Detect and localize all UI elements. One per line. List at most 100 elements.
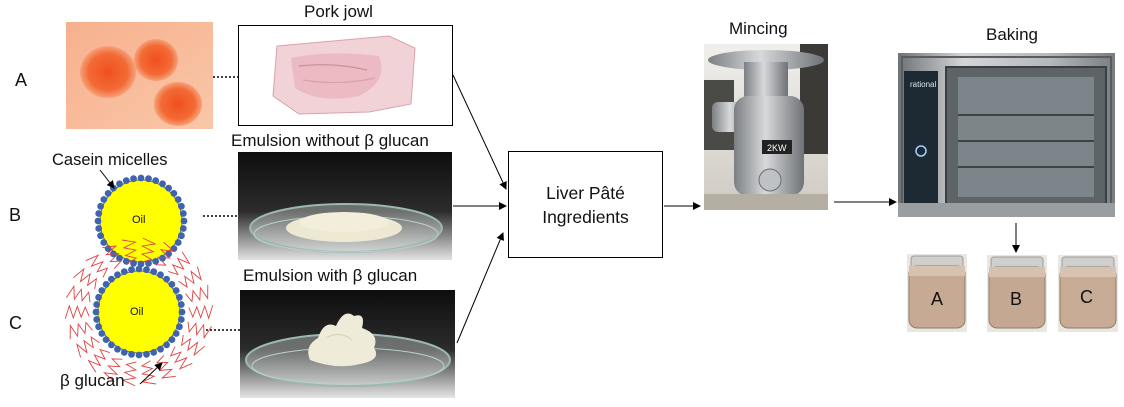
mincer-badge: 2KW xyxy=(767,143,787,153)
casein-micelle-dot xyxy=(180,217,188,225)
beta-glucan-strand xyxy=(85,254,109,278)
casein-micelle-dot xyxy=(176,323,183,331)
casein-micelle-dot xyxy=(150,268,158,275)
casein-micelle-dot xyxy=(150,349,158,356)
casein-micelle-dot xyxy=(102,281,110,288)
beta-glucan-strand xyxy=(169,346,193,370)
beta-glucan-strand xyxy=(121,239,138,264)
casein-micelle-dot xyxy=(95,323,102,331)
casein-micelle-dot xyxy=(130,259,137,267)
jar-c xyxy=(1058,255,1118,332)
casein-micelle-dot xyxy=(97,202,104,210)
casein-micelle-dot xyxy=(145,259,152,267)
casein-micelle-dot xyxy=(159,180,166,188)
casein-micelle-dot xyxy=(93,316,101,323)
casein-micelle-dot xyxy=(170,190,178,197)
casein-micelle-dot xyxy=(168,281,176,288)
casein-micelle-dot xyxy=(128,266,135,274)
beta-glucan-strand xyxy=(155,241,176,266)
beta-glucan-strand xyxy=(87,348,110,373)
emulsion-without-photo xyxy=(238,152,452,260)
emulsion-with-label: Emulsion with β glucan xyxy=(243,266,418,285)
casein-micelle-dot xyxy=(120,268,128,275)
liver-pate-ingredients-box: Liver Pâté Ingredients xyxy=(508,151,663,258)
oven-photo: rational xyxy=(898,53,1115,217)
beta-glucan-strand xyxy=(168,251,191,276)
casein-micelle-dot xyxy=(178,202,185,210)
casein-micelle-dot xyxy=(122,177,130,185)
casein-micelle-dot xyxy=(172,287,180,294)
emulsion-with-photo xyxy=(240,290,455,398)
casein-micelle-dot xyxy=(122,258,130,265)
jar-label-b: B xyxy=(1010,289,1023,309)
casein-micelle-dot xyxy=(143,266,150,274)
row-label-c: C xyxy=(9,313,22,333)
casein-micelle-dot xyxy=(178,232,185,240)
row-label-a: A xyxy=(15,70,28,90)
oil-label-b: Oil xyxy=(132,214,146,226)
beta-glucan-strand xyxy=(185,284,209,303)
beta-glucan-strand xyxy=(140,237,157,263)
casein-micelle-dot xyxy=(172,330,180,337)
casein-micelle-dot xyxy=(108,275,115,283)
casein-micelle-dot xyxy=(102,336,110,343)
casein-micelle-dot xyxy=(177,301,185,308)
oil-label-c: Oil xyxy=(130,306,144,318)
casein-micelle-dot xyxy=(159,254,166,262)
casein-micelle-dot xyxy=(143,350,150,358)
casein-micelle-dot xyxy=(135,265,143,273)
beta-glucan-strand xyxy=(178,266,202,288)
casein-micelle-dot xyxy=(174,239,182,246)
casein-micelle-dot xyxy=(100,196,108,203)
liver-pate-ingredients-label: Liver Pâté Ingredients xyxy=(542,182,629,227)
casein-micelle-dot xyxy=(168,336,176,343)
casein-micelle-dot xyxy=(165,184,173,192)
pork-jowl-photo xyxy=(238,25,453,126)
casein-micelle-dot xyxy=(178,308,186,316)
casein-micelle-dot xyxy=(95,225,103,232)
casein-micelle-dot xyxy=(116,180,123,188)
pork-jowl-label: Pork jowl xyxy=(304,2,373,21)
casein-micelle-dot xyxy=(137,260,145,268)
casein-micelle-dot xyxy=(170,245,178,253)
casein-micelle-dot xyxy=(108,341,115,349)
beta-glucan-strand xyxy=(155,355,176,379)
casein-micelle-dot xyxy=(157,271,164,279)
casein-micelle-dot xyxy=(98,287,106,294)
casein-micelle-dot xyxy=(98,330,106,337)
casein-micelle-dot xyxy=(114,345,121,353)
beta-glucan-strand xyxy=(64,304,90,320)
casein-micelle-dot xyxy=(93,301,101,308)
beta-glucan-strand xyxy=(180,335,205,357)
beta-glucan-strand xyxy=(121,361,138,387)
beta-glucan-strand xyxy=(73,267,98,289)
casein-micelle-dot xyxy=(163,341,171,349)
casein-micelle-dot xyxy=(177,316,185,323)
casein-micelle-dot xyxy=(100,239,108,246)
beta-glucan-strand xyxy=(69,321,93,340)
casein-micelle-dot xyxy=(94,217,102,225)
beta-glucan-strand xyxy=(140,360,157,385)
casein-micelle-dot xyxy=(97,232,104,240)
mincing-label: Mincing xyxy=(729,19,788,38)
casein-micelle-dot xyxy=(179,210,187,217)
casein-micelle-dot xyxy=(176,293,183,301)
baking-label: Baking xyxy=(986,25,1038,44)
casein-micelle-dot xyxy=(145,175,152,183)
casein-micelle-dot xyxy=(174,196,182,203)
casein-micelle-dot xyxy=(104,245,112,253)
casein-micelle-dot xyxy=(120,349,128,356)
beta-glucan-label: β glucan xyxy=(60,371,125,390)
casein-micelle-dot xyxy=(92,308,100,316)
casein-micelle-dot xyxy=(157,345,164,353)
casein-micelle-dot xyxy=(135,351,143,359)
jar-b xyxy=(987,255,1047,332)
casein-micelles-label: Casein micelles xyxy=(52,151,168,169)
beta-glucan-strand xyxy=(66,284,91,303)
beta-glucan-strand xyxy=(188,304,214,320)
casein-micelle-dot xyxy=(137,174,145,182)
oven-brand: rational xyxy=(910,80,936,89)
casein-micelle-dot xyxy=(110,184,117,192)
jar-label-a: A xyxy=(931,289,944,309)
jar-label-c: C xyxy=(1080,287,1093,307)
